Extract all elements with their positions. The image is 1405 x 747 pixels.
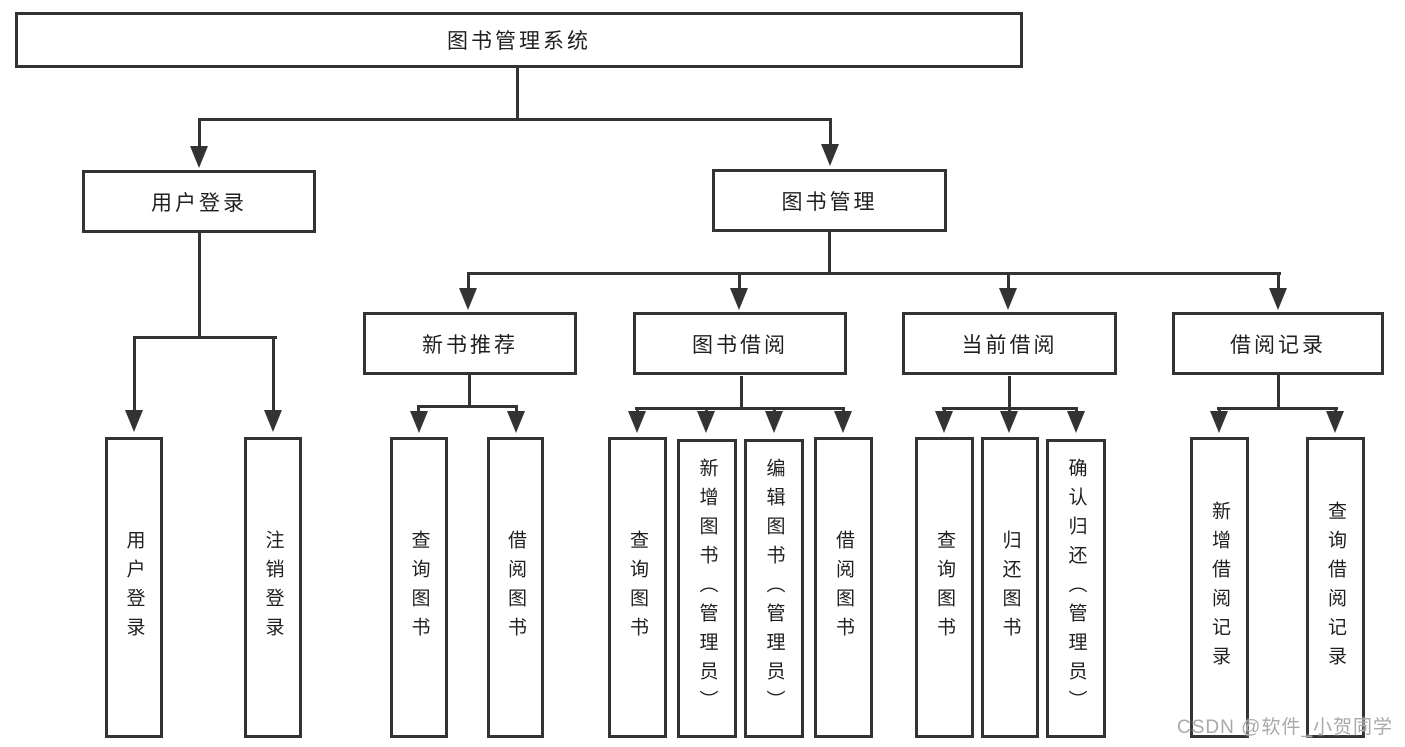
arrow-down-icon — [1000, 411, 1018, 433]
leaf-borrowing-query-books: 查询图书 — [608, 437, 667, 738]
node-new-book-recommend: 新书推荐 — [363, 312, 577, 375]
arrow-down-icon — [264, 410, 282, 432]
edge-root-drop-left — [198, 118, 201, 148]
arrow-down-icon — [935, 411, 953, 433]
watermark: CSDN @软件_小贺同学 — [1177, 717, 1393, 738]
leaf-records-query-record-label: 查询借阅记录 — [1325, 500, 1346, 675]
arrow-down-icon — [697, 411, 715, 433]
edge-bookmgmt-drop-2 — [738, 272, 741, 290]
edge-recommend-drop-1 — [417, 405, 420, 413]
leaf-records-add-record: 新增借阅记录 — [1190, 437, 1249, 738]
edge-bookmgmt-drop-4 — [1277, 272, 1280, 290]
arrow-down-icon — [834, 411, 852, 433]
leaf-borrowing-borrow-books: 借阅图书 — [814, 437, 873, 738]
node-new-book-recommend-label: 新书推荐 — [422, 333, 518, 357]
arrow-down-icon — [1326, 411, 1344, 433]
edge-borrowing-hbar — [635, 407, 845, 410]
leaf-logout: 注销登录 — [244, 437, 302, 738]
leaf-current-query-books: 查询图书 — [915, 437, 974, 738]
edge-records-drop-2 — [1334, 407, 1337, 413]
node-borrowing-records: 借阅记录 — [1172, 312, 1384, 375]
edge-current-stem — [1008, 376, 1011, 409]
arrow-down-icon — [730, 288, 748, 310]
arrow-down-icon — [1067, 411, 1085, 433]
edge-records-hbar — [1217, 407, 1338, 410]
leaf-recommend-borrow-books-label: 借阅图书 — [505, 529, 526, 646]
leaf-current-confirm-return-admin: 确认归还（管理员） — [1046, 439, 1106, 738]
arrow-down-icon — [459, 288, 477, 310]
edge-borrowing-drop-4 — [842, 407, 845, 413]
leaf-user-login-label: 用户登录 — [123, 529, 145, 646]
edge-root-hbar — [198, 118, 832, 121]
edge-borrowing-drop-3 — [773, 407, 776, 413]
leaf-borrowing-add-books-admin-label: 新增图书（管理员） — [696, 458, 718, 719]
leaf-current-return-books: 归还图书 — [981, 437, 1039, 738]
node-book-borrowing-label: 图书借阅 — [692, 333, 788, 357]
node-borrowing-records-label: 借阅记录 — [1230, 333, 1326, 357]
leaf-current-confirm-return-admin-label: 确认归还（管理员） — [1065, 458, 1087, 719]
leaf-borrowing-edit-books-admin: 编辑图书（管理员） — [744, 439, 804, 738]
leaf-borrowing-query-books-label: 查询图书 — [627, 529, 648, 646]
node-book-management: 图书管理 — [712, 169, 947, 232]
edge-borrowing-stem — [740, 376, 743, 409]
edge-borrowing-drop-1 — [636, 407, 639, 413]
node-user-login: 用户登录 — [82, 170, 316, 233]
leaf-borrowing-borrow-books-label: 借阅图书 — [833, 529, 854, 646]
leaf-recommend-borrow-books: 借阅图书 — [487, 437, 544, 738]
node-root: 图书管理系统 — [15, 12, 1023, 68]
leaf-recommend-query-books: 查询图书 — [390, 437, 448, 738]
arrow-down-icon — [628, 411, 646, 433]
leaf-current-query-books-label: 查询图书 — [934, 529, 955, 646]
leaf-records-add-record-label: 新增借阅记录 — [1209, 500, 1230, 675]
edge-current-drop-3 — [1075, 407, 1078, 413]
node-user-login-label: 用户登录 — [151, 191, 247, 215]
node-current-borrowing-label: 当前借阅 — [961, 333, 1058, 357]
arrow-down-icon — [125, 410, 143, 432]
leaf-current-return-books-label: 归还图书 — [999, 529, 1021, 646]
arrow-down-icon — [507, 411, 525, 433]
edge-userlogin-drop-left — [133, 336, 136, 412]
edge-root-stem — [516, 66, 519, 120]
leaf-recommend-query-books-label: 查询图书 — [408, 529, 430, 646]
edge-userlogin-drop-right — [272, 336, 275, 412]
node-root-label: 图书管理系统 — [447, 30, 591, 53]
edge-userlogin-hbar — [134, 336, 277, 339]
edge-bookmgmt-hbar — [467, 272, 1281, 275]
edge-current-drop-2 — [1008, 407, 1011, 413]
arrow-down-icon — [190, 146, 208, 168]
edge-bookmgmt-drop-3 — [1007, 272, 1010, 290]
arrow-down-icon — [999, 288, 1017, 310]
edge-recommend-stem — [468, 374, 471, 407]
edge-current-drop-1 — [943, 407, 946, 413]
arrow-down-icon — [1269, 288, 1287, 310]
edge-records-stem — [1277, 374, 1280, 409]
leaf-records-query-record: 查询借阅记录 — [1306, 437, 1365, 738]
leaf-borrowing-add-books-admin: 新增图书（管理员） — [677, 439, 737, 738]
edge-borrowing-drop-2 — [705, 407, 708, 413]
node-book-borrowing: 图书借阅 — [633, 312, 847, 375]
edge-root-drop-right — [829, 118, 832, 146]
arrow-down-icon — [1210, 411, 1228, 433]
edge-userlogin-stem — [198, 231, 201, 338]
edge-bookmgmt-drop-1 — [467, 272, 470, 290]
node-book-management-label: 图书管理 — [781, 190, 878, 214]
arrow-down-icon — [410, 411, 428, 433]
leaf-borrowing-edit-books-admin-label: 编辑图书（管理员） — [763, 458, 785, 719]
arrow-down-icon — [765, 411, 783, 433]
arrow-down-icon — [821, 144, 839, 166]
node-current-borrowing: 当前借阅 — [902, 312, 1117, 375]
edge-records-drop-1 — [1218, 407, 1221, 413]
edge-recommend-drop-2 — [515, 405, 518, 413]
leaf-logout-label: 注销登录 — [262, 529, 284, 646]
edge-bookmgmt-stem — [828, 231, 831, 274]
leaf-user-login: 用户登录 — [105, 437, 163, 738]
edge-recommend-hbar — [417, 405, 518, 408]
